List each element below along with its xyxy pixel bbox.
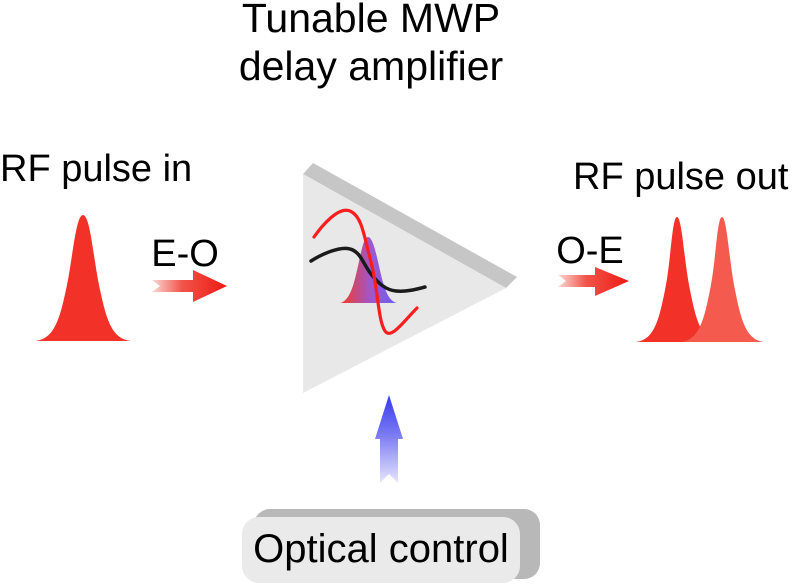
- eo-arrow-icon: [152, 270, 227, 302]
- input-pulse-label: RF pulse in: [0, 148, 192, 190]
- input-pulse-shape: [35, 215, 131, 341]
- optical-control-box: Optical control: [242, 509, 540, 583]
- output-pulse-label: RF pulse out: [573, 156, 789, 198]
- optical-control-label: Optical control: [253, 527, 509, 571]
- output-pulse-early-shape: [636, 217, 719, 342]
- oe-conversion-label: O-E: [556, 230, 624, 272]
- amplifier-front-face: [303, 174, 506, 393]
- optical-control-box-face: [242, 517, 520, 583]
- amplifier-triangle: [303, 163, 517, 393]
- optical-control-arrow-icon: [375, 395, 403, 483]
- amplifier-top-face: [303, 163, 517, 288]
- red-transfer-curve: [312, 208, 419, 335]
- eo-conversion-label: E-O: [151, 233, 219, 275]
- figure-title-line2: delay amplifier: [239, 43, 503, 89]
- output-pulse-delayed-shape: [681, 217, 764, 342]
- oe-arrow-icon: [558, 267, 629, 296]
- black-response-curve: [309, 246, 427, 293]
- figure-title-line1: Tunable MWP: [242, 0, 500, 41]
